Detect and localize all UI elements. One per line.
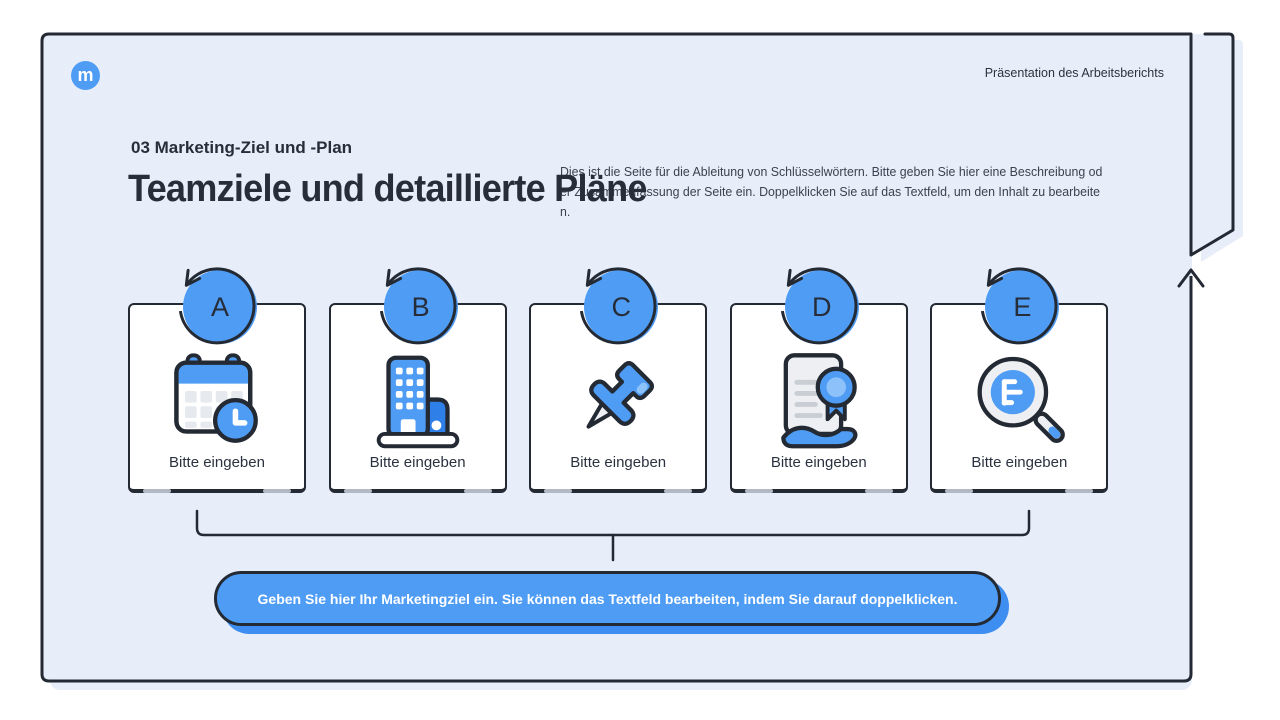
up-arrow-head: [1177, 268, 1205, 288]
page-description[interactable]: Dies ist die Seite für die Ableitung von…: [560, 164, 1103, 219]
cycle-arrow-icon: [981, 267, 1058, 345]
card-corner-tab: [744, 489, 773, 493]
step-card-d[interactable]: Bitte eingeben: [729, 303, 908, 493]
page-title: Teamziele und detaillierte Pläne: [128, 168, 647, 210]
certificate-icon: [781, 353, 858, 449]
step-letter: C: [611, 291, 631, 322]
card-corner-tab: [945, 489, 974, 493]
step-letter: E: [1013, 291, 1032, 322]
pushpin-icon: [586, 361, 655, 429]
magnifier-report-icon: [977, 356, 1066, 443]
card-corner-tab: [143, 489, 171, 493]
brand-logo: m: [71, 61, 100, 90]
ribbon-fill: [1191, 34, 1233, 255]
card-corner-tab: [1065, 489, 1094, 493]
step-badge-b: B: [366, 253, 470, 357]
building-icon: [376, 355, 459, 449]
step-badge-e: E: [967, 253, 1071, 357]
section-kicker: 03 Marketing-Ziel und -Plan: [131, 138, 353, 157]
step-badge-a: A: [165, 253, 269, 357]
card-placeholder-text[interactable]: Bitte eingeben: [770, 454, 867, 471]
step-letter: D: [812, 291, 832, 322]
card-corner-tab: [664, 489, 693, 493]
panel-border: [40, 32, 1193, 683]
calendar-clock-icon: [174, 353, 258, 443]
header-caption: Präsentation des Arbeitsberichts: [984, 66, 1164, 80]
ribbon-outline: [1189, 32, 1235, 257]
card-placeholder-text[interactable]: Bitte eingeben: [570, 454, 667, 471]
card-corner-tab: [343, 489, 372, 493]
cycle-arrow-icon: [178, 267, 256, 345]
card-placeholder-text[interactable]: Bitte eingeben: [971, 454, 1068, 471]
brand-letter: m: [77, 64, 94, 85]
card-corner-tab: [463, 489, 492, 493]
card-placeholder-text[interactable]: Bitte eingeben: [169, 454, 265, 471]
card-corner-tab: [544, 489, 573, 493]
step-card-e[interactable]: Bitte eingeben: [930, 303, 1109, 493]
step-letter: A: [210, 291, 229, 322]
cycle-arrow-icon: [379, 267, 457, 345]
step-letter: B: [411, 291, 430, 322]
marketing-goal-banner[interactable]: Geben Sie hier Ihr Marketingziel ein. Si…: [214, 571, 1001, 626]
card-corner-tab: [263, 489, 291, 493]
marketing-goal-text: Geben Sie hier Ihr Marketingziel ein. Si…: [257, 590, 958, 607]
step-badge-d: D: [767, 253, 871, 357]
cycle-arrow-icon: [780, 267, 858, 345]
card-placeholder-text[interactable]: Bitte eingeben: [369, 454, 466, 471]
card-corner-tab: [864, 489, 893, 493]
step-badge-c: C: [566, 253, 670, 357]
cycle-arrow-icon: [580, 267, 657, 345]
